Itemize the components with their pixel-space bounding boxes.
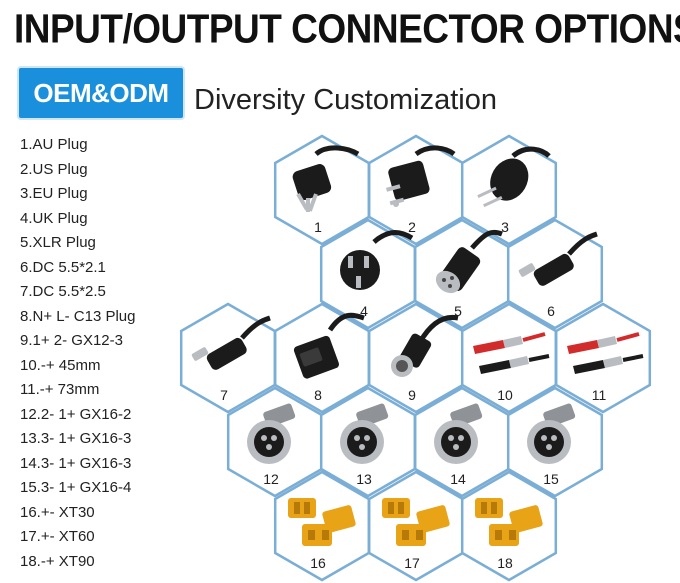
connector-hex: 12	[226, 386, 324, 498]
connector-hex: 7	[179, 302, 277, 414]
connector-hex: 13	[319, 386, 417, 498]
xt-connector-icon	[382, 498, 450, 546]
connector-hex: 11	[554, 302, 652, 414]
us-plug-icon	[385, 145, 456, 207]
oem-odm-badge: OEM&ODM	[19, 68, 183, 118]
hex-number: 10	[497, 387, 513, 403]
hex-number: 18	[497, 555, 513, 571]
list-item: 1.AU Plug	[20, 136, 88, 153]
connector-hex: 15	[506, 386, 604, 498]
gx16-connector-icon	[247, 403, 296, 464]
hex-number: 9	[408, 387, 416, 403]
list-item: 2.US Plug	[20, 160, 88, 178]
hex-number: 6	[547, 303, 555, 319]
list-item: 15.3- 1+ GX16-4	[20, 479, 132, 496]
connector-hex: 18	[460, 470, 558, 582]
hex-number: 17	[404, 555, 420, 571]
gx16-connector-icon	[434, 403, 483, 464]
list-item: 14.3- 1+ GX16-3	[20, 454, 132, 472]
gx16-connector-icon	[340, 403, 389, 464]
hex-number: 13	[356, 471, 372, 487]
xlr-plug-icon	[435, 229, 503, 294]
hex-number: 14	[450, 471, 466, 487]
badge-label: OEM&ODM	[33, 78, 169, 108]
list-item: 13.3- 1+ GX16-3	[20, 430, 132, 447]
connector-hex: 8	[273, 302, 371, 414]
xt-connector-icon	[475, 498, 543, 546]
list-item: 10.-+ 45mm	[20, 356, 101, 374]
hex-number: 4	[360, 303, 368, 319]
list-item: 12.2- 1+ GX16-2	[20, 405, 132, 423]
list-item: 7.DC 5.5*2.5	[20, 283, 106, 300]
list-item: 5.XLR Plug	[20, 234, 96, 251]
hex-number: 16	[310, 555, 326, 571]
list-item: 17.+- XT60	[20, 528, 95, 545]
connector-hex: 14	[413, 386, 511, 498]
connector-hex: 5	[413, 218, 511, 330]
page-title: INPUT/OUTPUT CONNECTOR OPTIONS	[14, 6, 680, 52]
connector-hex: 1	[273, 134, 371, 246]
gx12-connector-icon	[391, 314, 459, 377]
c13-plug-icon	[293, 312, 365, 379]
au-plug-icon	[292, 145, 360, 212]
connector-hex: 2	[367, 134, 465, 246]
hex-number: 11	[592, 387, 607, 403]
list-item: 18.-+ XT90	[20, 552, 95, 570]
hex-number: 3	[501, 219, 509, 235]
uk-plug-icon	[340, 230, 414, 290]
connector-hex: 3	[460, 134, 558, 246]
alligator-clip-icon	[567, 332, 644, 374]
alligator-clip-icon	[473, 332, 550, 374]
list-item: 8.N+ L- C13 Plug	[20, 307, 136, 325]
hex-number: 7	[220, 387, 228, 403]
hex-number: 8	[314, 387, 322, 403]
hex-frame	[554, 302, 652, 414]
hex-number: 12	[263, 471, 279, 487]
hex-number: 15	[543, 471, 559, 487]
xt-connector-icon	[288, 498, 356, 546]
list-item: 9.1+ 2- GX12-3	[20, 332, 123, 349]
connector-hex: 10	[460, 302, 558, 414]
connector-hex: 9	[367, 302, 465, 414]
list-item: 6.DC 5.5*2.1	[20, 258, 106, 276]
dc-plug-icon	[191, 315, 271, 370]
connector-hex: 4	[319, 218, 417, 330]
connector-hex: 6	[506, 218, 604, 330]
list-item: 11.-+ 73mm	[20, 381, 100, 398]
connector-hex: 16	[273, 470, 371, 582]
hex-number: 5	[454, 303, 462, 319]
list-item: 16.+- XT30	[20, 503, 95, 521]
list-item: 3.EU Plug	[20, 185, 88, 202]
gx16-connector-icon	[527, 403, 576, 464]
list-item: 4.UK Plug	[20, 209, 88, 227]
hex-number: 1	[314, 219, 322, 235]
connector-list: 1.AU Plug 2.US Plug 3.EU Plug 4.UK Plug …	[20, 133, 135, 574]
dc-plug-icon	[518, 231, 598, 286]
eu-plug-icon	[477, 146, 551, 208]
page-subtitle: Diversity Customization	[194, 84, 497, 116]
hex-number: 2	[408, 219, 416, 235]
